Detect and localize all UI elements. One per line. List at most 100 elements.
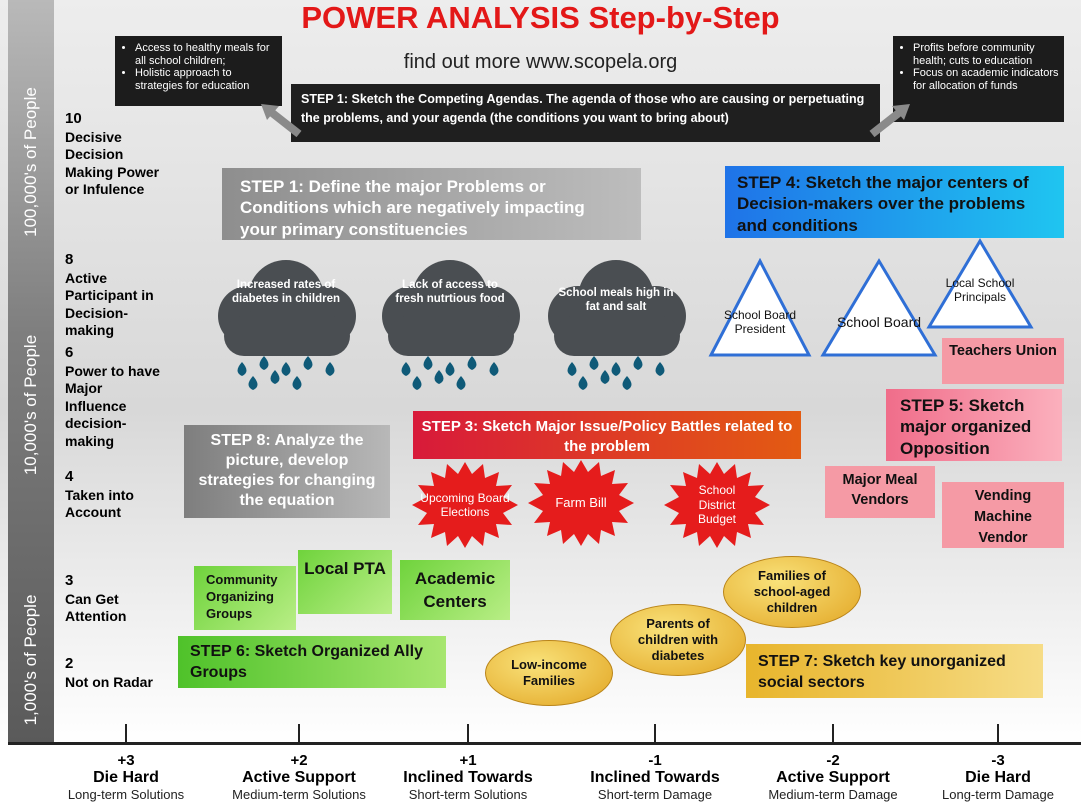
- policy-battle-label: Farm Bill: [555, 495, 607, 511]
- x-axis-number: -3: [991, 752, 1005, 769]
- x-axis-number: -2: [826, 752, 840, 769]
- step8-analyze-box: STEP 8: Analyze the picture, develop str…: [184, 425, 390, 518]
- cloud-icon: [218, 260, 356, 390]
- decision-maker-triangle: School Board: [820, 258, 938, 358]
- ally-box: Community Organizing Groups: [194, 566, 296, 630]
- agenda-left-box: Access to healthy meals for all school c…: [115, 36, 282, 106]
- x-axis-sub: Short-term Damage: [597, 786, 713, 802]
- step6-allies-box: STEP 6: Sketch Organized Ally Groups: [178, 636, 446, 688]
- population-sidebar: [8, 0, 54, 745]
- triangle-icon: [926, 238, 1034, 329]
- problem-cloud: Lack of access to fresh nutrtious food: [372, 258, 528, 394]
- x-axis-sub: Long-term Solutions: [67, 786, 185, 802]
- x-axis-main: Active Support: [776, 769, 890, 787]
- y-level-number: 10: [65, 110, 82, 127]
- y-level-number: 2: [65, 655, 74, 672]
- x-axis-main: Inclined Towards: [403, 769, 533, 787]
- arrow-right-icon: [869, 104, 910, 138]
- sidebar-label-text: 10,000's of People: [21, 334, 40, 476]
- page-title: POWER ANALYSIS Step-by-Step: [301, 0, 780, 35]
- decision-maker-triangle: Local School Principals: [926, 238, 1034, 330]
- x-axis-tick: [298, 724, 300, 742]
- starburst-icon: [412, 462, 518, 548]
- problem-label: School meals high in fat and salt: [558, 287, 674, 314]
- y-level-number: 8: [65, 251, 74, 268]
- sidebar-label-text: 100,000's of People: [21, 87, 40, 237]
- x-axis-sub: Long-term Damage: [942, 786, 1054, 802]
- x-axis-tick: [467, 724, 469, 742]
- unorganized-sector-oval: Parents of children with diabetes: [610, 604, 746, 676]
- agenda-right-box: Profits before community health; cuts to…: [893, 36, 1064, 122]
- triangle-icon: [820, 258, 938, 357]
- unorganized-sector-oval: Low-income Families: [485, 640, 613, 706]
- starburst-icon: [528, 460, 634, 546]
- cloud-icon: [382, 260, 520, 390]
- cloud-icon: [548, 260, 686, 390]
- x-axis-main: Active Support: [242, 769, 356, 787]
- x-axis-line: [8, 742, 1081, 745]
- step4-decision-makers-box: STEP 4: Sketch the major centers of Deci…: [725, 166, 1064, 238]
- policy-battle-burst: School District Budget: [664, 462, 770, 548]
- step7-unorganized-box: STEP 7: Sketch key unorganized social se…: [746, 644, 1043, 698]
- arrow-left-icon: [261, 104, 302, 138]
- x-axis-tick: [997, 724, 999, 742]
- decision-maker-label: Local School Principals: [945, 276, 1015, 305]
- y-level-number: 6: [65, 344, 74, 361]
- x-axis-main: Die Hard: [93, 769, 159, 787]
- decision-maker-triangle: School Board President: [708, 258, 812, 358]
- x-axis-main: Die Hard: [965, 769, 1031, 787]
- y-level-label: Can Get Attention: [65, 590, 127, 625]
- x-axis-number: +3: [117, 752, 135, 769]
- decision-maker-label: School Board: [836, 314, 922, 330]
- step5-opposition-box: STEP 5: Sketch major organized Oppositio…: [886, 389, 1062, 461]
- x-axis-number: -1: [648, 752, 662, 769]
- page-subtitle: find out more www.scopela.org: [403, 51, 678, 73]
- y-level-label: Not on Radar: [65, 673, 153, 690]
- opposition-box: Vending Machine Vendor: [942, 482, 1064, 548]
- agenda-left-item: Access to healthy meals for all school c…: [135, 42, 278, 67]
- opposition-box: Major Meal Vendors: [825, 466, 935, 518]
- ally-box: Local PTA: [298, 550, 392, 614]
- problem-label: Lack of access to fresh nutrtious food: [395, 279, 505, 306]
- step3-battles-box: STEP 3: Sketch Major Issue/Policy Battle…: [413, 411, 801, 459]
- step1-agendas-box: STEP 1: Sketch the Competing Agendas. Th…: [291, 84, 880, 142]
- step1-problems-box: STEP 1: Define the major Problems or Con…: [222, 168, 641, 240]
- starburst-icon: [664, 462, 770, 548]
- y-level-label: Taken into Account: [65, 486, 134, 521]
- sidebar-label-text: 1,000's of People: [21, 594, 40, 726]
- x-axis-sub: Medium-term Damage: [768, 786, 898, 802]
- problem-cloud: School meals high in fat and salt: [538, 258, 694, 394]
- agenda-right-item: Focus on academic indicators for allocat…: [913, 67, 1060, 92]
- x-axis-number: +2: [290, 752, 308, 769]
- agenda-right-item: Profits before community health; cuts to…: [913, 42, 1060, 67]
- x-axis-tick: [654, 724, 656, 742]
- policy-battle-label: School District Budget: [697, 483, 737, 527]
- x-axis-sub: Short-term Solutions: [408, 786, 528, 802]
- x-axis-number: +1: [459, 752, 477, 769]
- y-level-number: 3: [65, 572, 74, 589]
- policy-battle-label: Upcoming Board Elections: [420, 490, 510, 519]
- y-level-label: Active Participant in Decision-making: [65, 269, 154, 339]
- x-axis-tick: [832, 724, 834, 742]
- x-axis-main: Inclined Towards: [590, 769, 720, 787]
- y-level-label: Power to have Major Influence decision-m…: [65, 362, 160, 449]
- x-axis-sub: Medium-term Solutions: [232, 786, 366, 802]
- decision-maker-label: School Board President: [723, 308, 797, 337]
- x-axis-tick: [125, 724, 127, 742]
- problem-label: Increased rates of diabetes in children: [232, 279, 340, 306]
- ally-box: Academic Centers: [400, 560, 510, 620]
- triangle-icon: [708, 258, 812, 357]
- problem-cloud: Increased rates of diabetes in children: [208, 258, 364, 394]
